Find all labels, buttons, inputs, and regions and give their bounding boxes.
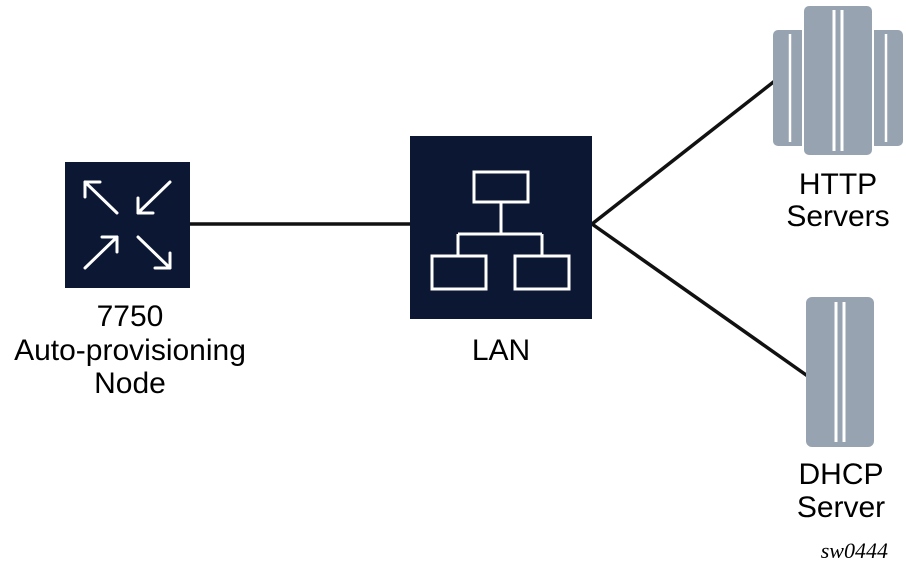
http-label-line-2: Servers: [786, 200, 889, 233]
dhcp-server: DHCP Server: [797, 297, 885, 524]
dhcp-server-body: [806, 297, 874, 447]
switch-arrows-icon: [83, 180, 172, 270]
auto-provisioning-node: 7750 Auto-provisioning Node: [14, 162, 246, 400]
dhcp-label-line-2: Server: [797, 491, 885, 524]
http-label-line-1: HTTP: [799, 168, 877, 201]
http-servers: HTTP Servers: [773, 4, 903, 233]
node-label-line-2: Auto-provisioning: [14, 334, 246, 367]
server-center: [802, 4, 874, 157]
node-box: [65, 162, 190, 288]
node-label-line-3: Node: [94, 367, 166, 400]
link-lan-to-http: [590, 78, 778, 226]
lan-label: LAN: [472, 334, 530, 367]
network-hierarchy-icon: [430, 170, 571, 291]
connections: [190, 78, 811, 379]
server-icon: [806, 297, 874, 447]
lan-node: LAN: [410, 136, 592, 367]
dhcp-label-line-1: DHCP: [798, 458, 883, 491]
node-label-line-1: 7750: [97, 300, 164, 333]
figure-id: sw0444: [821, 538, 888, 563]
server-rack-icon: [773, 4, 903, 157]
link-lan-to-dhcp: [590, 222, 811, 379]
